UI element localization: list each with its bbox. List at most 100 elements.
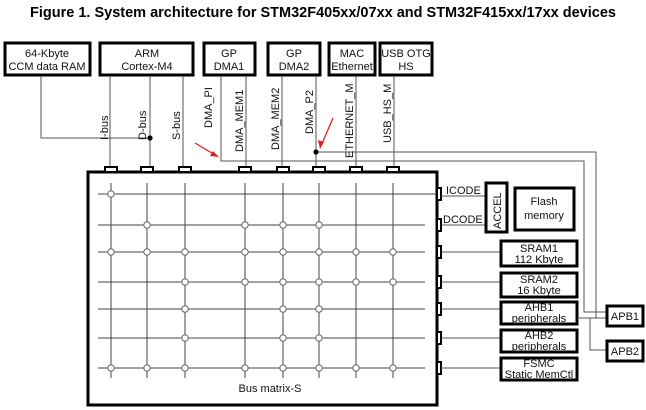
figure-title: Figure 1. System architecture for STM32F… [30,5,616,21]
crossbar-connection-node [279,221,287,229]
crossbar-connection-node [143,248,151,256]
crossbar-connection-node [279,278,287,286]
crossbar-connection-node [352,248,360,256]
slave-port [436,302,442,316]
accel-box: ACCEL [484,181,509,234]
crossbar-connection-node [181,305,189,313]
crossbar-connection-node [279,305,287,313]
crossbar-connection-node [315,334,323,342]
slave-line1: AHB2 [525,330,554,342]
slave-ahb2-peripherals: AHB2 peripherals [441,328,579,354]
flash-memory-box: Flash memory [513,186,576,232]
slave-ports [436,187,442,375]
master-line2: DMA1 [214,61,245,73]
slave-line1: SRAM1 [520,243,558,255]
bus-label-d-bus: D-bus [137,110,149,140]
slave-line2: Static MemCtl [505,369,573,381]
flash-line1: Flash [531,196,558,208]
crossbar-connection-node [241,364,249,372]
slave-port [436,361,442,375]
crossbar-connection-node [389,278,397,286]
crossbar-connection-node [241,221,249,229]
apb2-box: APB2 [605,339,645,363]
crossbar-connection-node [241,248,249,256]
red-arrow-dma-p2 [318,117,334,149]
slave-sram1: SRAM1 112 Kbyte [441,239,579,268]
master-port [140,166,154,173]
bus-matrix-label: Bus matrix-S [239,383,302,395]
slave-line2: peripherals [512,313,567,325]
slave-fsmc: FSMC Static MemCtl [441,356,579,382]
bus-matrix [86,170,439,407]
slave-sram2: SRAM2 16 Kbyte [441,271,579,299]
master-ccm-ram: 64-Kbyte CCM data RAM [3,41,92,77]
master-arm-cortex: ARM Cortex-M4 [98,41,195,77]
bus-label-s-bus: S-bus [171,111,183,140]
matrix-grid [98,183,437,378]
bus-labels: I-bus D-bus S-bus DMA_PI DMA_MEM1 DMA_ME… [99,83,394,158]
slave-port [436,187,442,201]
master-line2: Ethernet [331,61,373,73]
crossbar-connection-node [143,364,151,372]
slave-line2: 16 Kbyte [517,285,560,297]
crossbar-connection-node [181,364,189,372]
apb1-label: APB1 [611,311,639,323]
junction-dot [313,149,319,155]
master-line1: 64-Kbyte [25,48,69,60]
crossbar-connection-node [352,364,360,372]
crossbar-connection-node [241,278,249,286]
bus-label-dma-pi: DMA_PI [203,87,215,128]
slave-port [436,218,442,232]
slave-ahb1-peripherals: AHB1 peripherals [441,300,579,326]
icode-label: ICODE [446,185,481,197]
master-port [104,166,118,173]
master-gp-dma1: GP DMA1 [202,41,257,77]
master-port [312,166,326,173]
bus-label-dma-p2: DMA_P2 [304,90,316,134]
bus-label-dma-mem2: DMA_MEM2 [270,88,282,150]
flash-line2: memory [524,210,564,222]
crossbar-connection-node [107,190,115,198]
master-line1: GP [221,48,237,60]
accel-label: ACCEL [492,192,504,229]
apb-links [577,317,607,351]
crossbar-connection-node [315,278,323,286]
crossbar-connection-node [315,305,323,313]
crossbar-connection-node [352,278,360,286]
master-line2: DMA2 [279,61,310,73]
crossbar-connection-node [181,334,189,342]
crossbar-connection-node [107,364,115,372]
slave-port [436,275,442,289]
master-port [238,166,252,173]
master-line2: HS [398,61,413,73]
master-line1: GP [286,48,302,60]
master-port [386,166,400,173]
crossbar-connection-node [315,364,323,372]
master-line2: CCM data RAM [8,61,85,73]
red-arrow-dma-pi [194,142,219,157]
crossbar-connection-node [279,248,287,256]
apb2-label: APB2 [611,346,639,358]
master-line1: ARM [135,48,159,60]
junction-dot [147,135,153,141]
slave-line2: 112 Kbyte [515,254,564,266]
dcode-label: DCODE [443,214,483,226]
bus-label-i-bus: I-bus [99,115,111,140]
master-port [178,166,192,173]
bus-label-ethernet-m: ETHERNET_M [344,83,356,158]
master-line1: MAC [340,48,365,60]
bus-label-dma-mem1: DMA_MEM1 [234,90,246,152]
slave-port [436,245,442,259]
crossbar-connection-node [389,364,397,372]
slave-line1: SRAM2 [520,274,558,286]
apb1-box: APB1 [605,304,645,328]
bus-label-usb-hs-m: USB_HS_M [382,84,394,143]
crossbar-connection-node [279,364,287,372]
crossbar-connection-node [279,334,287,342]
master-line1: USB OTG [381,48,431,60]
master-port [349,166,363,173]
master-mac-ethernet: MAC Ethernet [327,41,377,77]
crossbar-connection-node [181,278,189,286]
slave-line1: FSMC [523,358,554,370]
